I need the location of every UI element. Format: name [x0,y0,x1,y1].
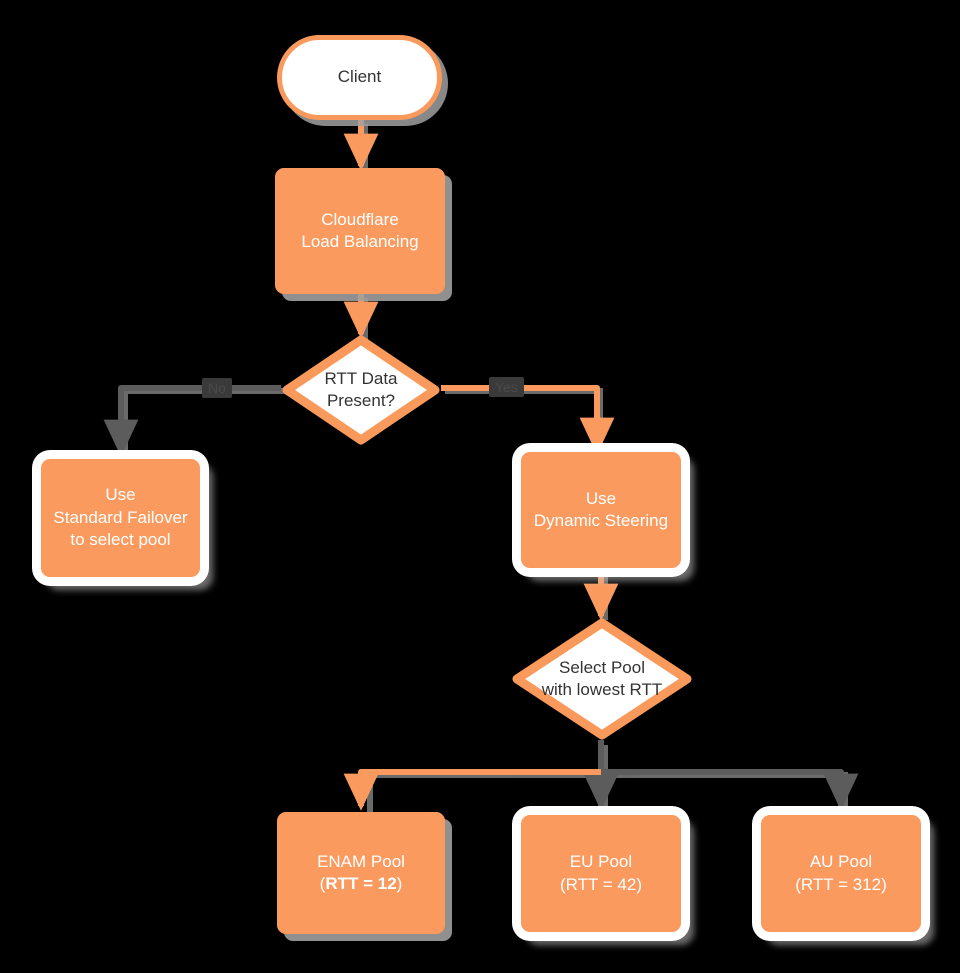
edge-select-pool-to-enam-pool [343,769,601,811]
node-enam-pool[interactable]: ENAM Pool (RTT = 12) [277,812,445,934]
node-enam-pool-line1: ENAM Pool [317,851,405,871]
node-dynamic-steering-line2: Dynamic Steering [533,511,669,530]
node-standard-failover-line1: Use [105,485,136,505]
diamond-shape-icon [282,335,440,445]
edge-label-yes: Yes [489,377,524,397]
node-rtt-decision-line2: Present? [326,391,396,410]
node-select-pool-line1: Select Pool [559,657,645,677]
node-load-balancing-line2: Load Balancing [301,232,419,251]
node-au-pool-line1: AU Pool [809,852,873,872]
node-dynamic-steering-line1: Use [585,488,617,508]
node-rtt-data-present-decision[interactable]: RTT Data Present? [281,334,441,446]
node-eu-pool[interactable]: EU Pool (RTT = 42) [521,815,681,932]
edge-rtt-no-to-standard-failover [103,385,281,457]
node-enam-pool-paren-close: ) [396,874,403,893]
diamond-shape-icon [512,618,692,740]
node-standard-failover-line3: to select pool [70,530,171,550]
node-eu-pool-line1: EU Pool [569,852,633,872]
node-load-balancing-line1: Cloudflare [321,209,399,229]
node-eu-pool-line2: (RTT = 42) [559,874,643,894]
node-au-pool-line2: (RTT = 312) [795,874,887,894]
node-cloudflare-load-balancing[interactable]: Cloudflare Load Balancing [275,168,445,294]
node-dynamic-steering[interactable]: Use Dynamic Steering [521,452,681,568]
node-rtt-decision-line1: RTT Data [324,368,398,388]
node-client-label: Client [337,67,382,87]
node-au-pool[interactable]: AU Pool (RTT = 312) [761,815,921,932]
node-enam-pool-rtt-value: RTT = 12 [325,874,397,893]
node-select-pool-decision[interactable]: Select Pool with lowest RTT [511,617,693,741]
node-standard-failover[interactable]: Use Standard Failover to select pool [41,459,200,577]
edge-label-no: No [202,378,232,398]
node-select-pool-line2: with lowest RTT [541,680,663,699]
edge-rtt-yes-to-dynamic-steering [441,385,615,455]
edge-shadow-group [122,124,848,812]
edge-select-pool-to-au-pool [601,769,859,811]
node-client[interactable]: Client [277,35,442,120]
node-enam-pool-paren-open: ( [319,874,326,893]
node-enam-pool-line2: (RTT = 12) [317,873,405,895]
node-standard-failover-line2: Standard Failover [53,507,188,527]
